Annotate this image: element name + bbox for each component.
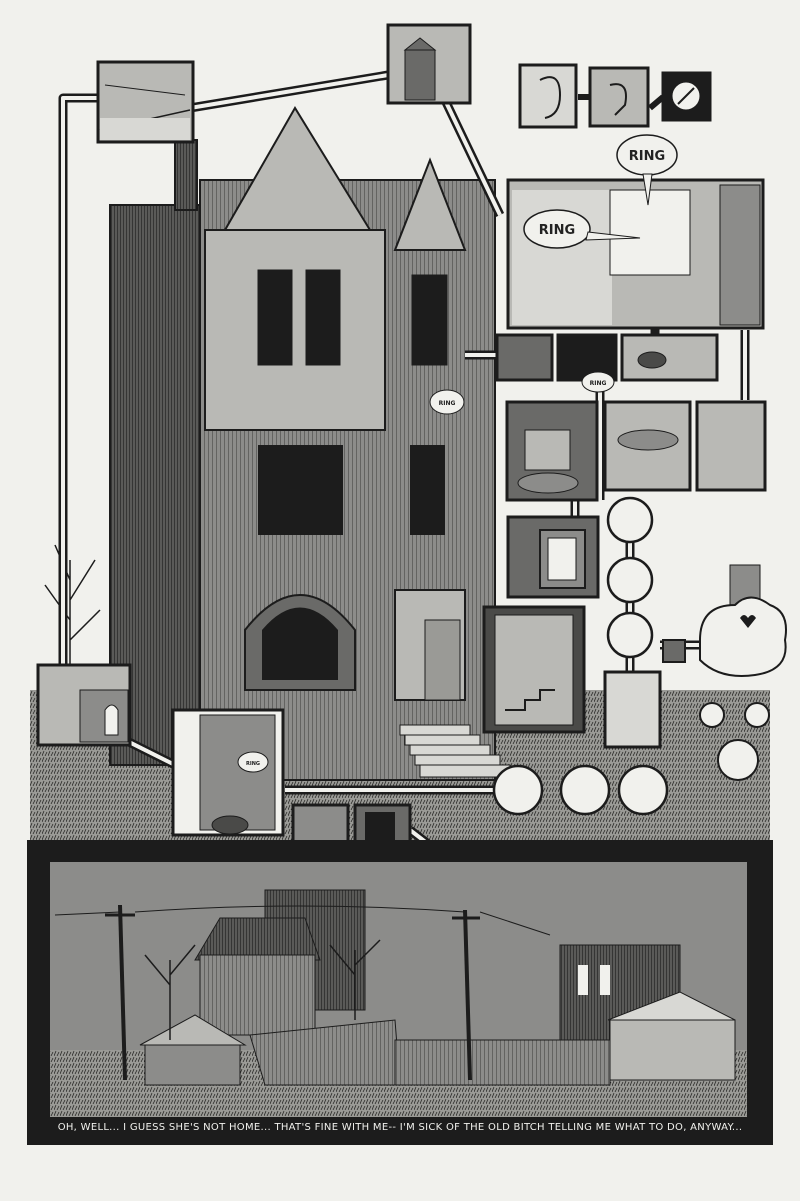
ring-text-large-top: RING [629,149,665,164]
power-lines [54,905,551,936]
ring-bubble-strip: RING [581,371,615,393]
ring-bubble-tiny: RING [237,751,269,773]
panel-row-nightstand [505,400,767,502]
lit-window-1 [578,965,588,995]
chimney [174,139,198,211]
front-door [424,619,461,701]
ring-bubble-window: RING [429,389,465,415]
ring-bubble-large-left: RING [523,209,641,249]
window-middle-side [410,445,445,535]
panel-battery [661,71,712,122]
ring-text-large-left: RING [539,223,575,238]
heart-icon [740,615,756,628]
room-window [609,189,691,276]
side-gable [393,157,467,251]
panel-phone-window [171,708,285,837]
utility-poles [105,904,480,1081]
narration-caption: OH, WELL... I GUESS SHE'S NOT HOME... TH… [57,1122,743,1133]
arrows-top [578,94,665,111]
window-middle-main [258,445,343,535]
window-upper-right [305,269,341,366]
panel-small-house [386,23,472,105]
bay-upper [204,229,386,431]
panel-strip-phones [495,333,719,382]
arched-window [262,607,338,680]
victorian-house [109,106,511,781]
thought-cloud [662,596,787,781]
window-upper-left [257,269,293,366]
panel-staircase [482,605,586,734]
panel-landscape [96,60,195,144]
wooden-fence [394,1039,611,1086]
bare-trees-bottom [144,939,381,1040]
main-gable [223,106,372,231]
bare-tree-left [44,544,101,700]
panel-neighbor-window [36,663,132,747]
garage [609,1019,736,1081]
hand-circles-vertical [606,496,654,659]
fist-circles-horizontal [492,764,669,816]
panel-room-woman [506,178,765,330]
ring-text-window: RING [439,400,456,407]
panel-hearing-aid [588,66,650,128]
window-side-upper [411,274,448,366]
ring-text-strip: RING [590,380,607,387]
lit-window-2 [600,965,610,995]
panel-ear [518,63,578,129]
ring-text-tiny: RING [246,761,260,767]
bottom-panel [27,840,773,1145]
front-steps [399,724,511,778]
panel-picture-frame [506,515,600,599]
room-door [719,184,761,326]
ring-bubble-large-top: RING [616,134,678,206]
panel-legs [603,670,662,749]
shed [144,1044,241,1086]
victorian-house-distant [199,954,316,1036]
